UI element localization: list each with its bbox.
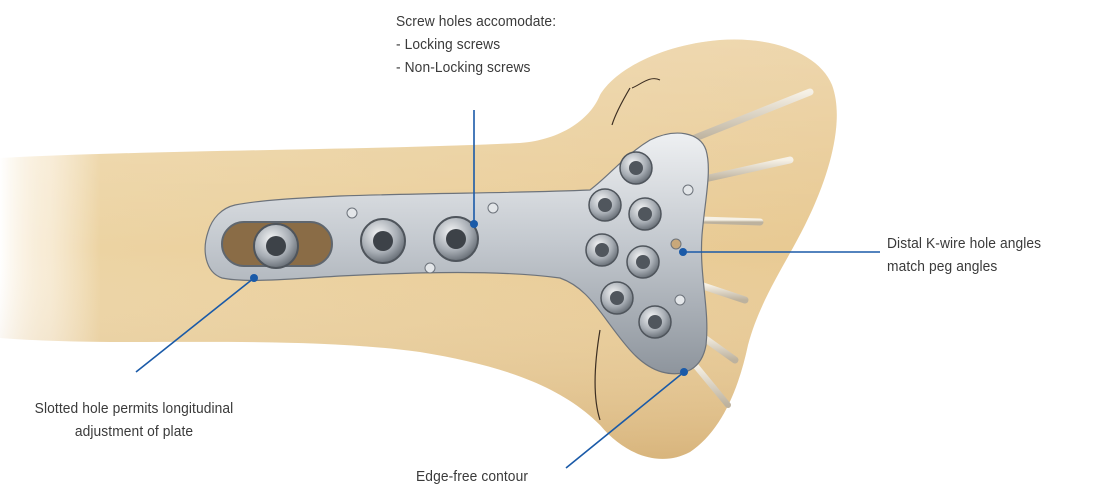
- label-edge-free: Edge-free contour: [416, 465, 528, 488]
- label-screw-holes-line2: - Non-Locking screws: [396, 56, 556, 79]
- leader-screw-holes-dot: [470, 220, 478, 228]
- leader-slotted-hole-dot: [250, 274, 258, 282]
- label-screw-holes-line1: - Locking screws: [396, 33, 556, 56]
- label-slotted-hole: Slotted hole permits longitudinal adjust…: [24, 397, 245, 443]
- label-slotted-hole-line1: Slotted hole permits longitudinal: [24, 397, 245, 420]
- label-screw-holes: Screw holes accomodate: - Locking screws…: [396, 10, 556, 79]
- label-screw-holes-title: Screw holes accomodate:: [396, 10, 556, 33]
- label-distal-kwire-line1: Distal K-wire hole angles: [887, 232, 1041, 255]
- label-distal-kwire-line2: match peg angles: [887, 255, 1041, 278]
- leader-edge-free-dot: [680, 368, 688, 376]
- leader-distal-kwire-dot: [679, 248, 687, 256]
- label-slotted-hole-line2: adjustment of plate: [24, 420, 245, 443]
- label-edge-free-line1: Edge-free contour: [416, 465, 528, 488]
- label-distal-kwire: Distal K-wire hole angles match peg angl…: [887, 232, 1041, 278]
